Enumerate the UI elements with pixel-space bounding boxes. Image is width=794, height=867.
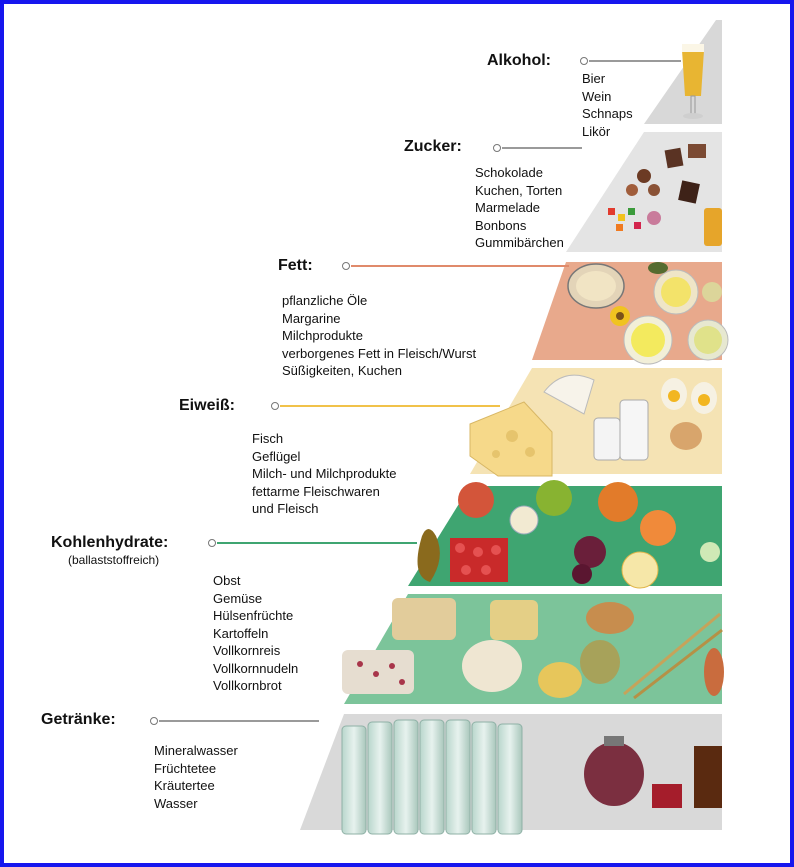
label-kohlenhydrate: Kohlenhydrate: — [51, 534, 169, 551]
list-getraenke: Mineralwasser Früchtetee Kräutertee Wass… — [154, 742, 238, 812]
list-item: Schnaps — [582, 106, 633, 121]
list-item: Schokolade — [475, 165, 543, 180]
list-zucker: Schokolade Kuchen, Torten Marmelade Bonb… — [475, 164, 564, 252]
list-kohlenhydrate: Obst Gemüse Hülsenfrüchte Kartoffeln Vol… — [213, 572, 298, 695]
list-item: und Fleisch — [252, 501, 319, 516]
label-zucker: Zucker: — [404, 138, 462, 155]
list-alkohol: Bier Wein Schnaps Likör — [582, 70, 633, 140]
connector-line-eiweiss — [280, 405, 500, 407]
list-item: Wasser — [154, 795, 198, 811]
label-getraenke: Getränke: — [41, 711, 116, 728]
list-item: Vollkornreis — [213, 643, 281, 658]
connector-dot-alkohol — [580, 57, 588, 65]
list-item: Milchprodukte — [282, 328, 363, 343]
list-item: Margarine — [282, 310, 341, 326]
list-item: Milch- und Milchprodukte — [252, 466, 397, 481]
label-kohlenhydrate-subtitle: (ballaststoffreich) — [68, 553, 160, 567]
list-item: Fisch — [252, 431, 284, 446]
list-item: Marmelade — [475, 200, 541, 215]
connector-dot-zucker — [493, 144, 501, 152]
sweets-icon — [608, 144, 722, 246]
list-item: fettarme Fleischwaren — [252, 483, 380, 499]
connector-line-kohlenhydrate — [217, 542, 417, 544]
list-item: Kuchen, Torten — [475, 182, 563, 198]
connector-line-zucker — [502, 147, 582, 149]
list-item: Obst — [213, 573, 241, 588]
list-item: verborgenes Fett in Fleisch/Wurst — [282, 345, 477, 361]
list-item: pflanzliche Öle — [282, 293, 368, 308]
list-item: Vollkornnudeln — [213, 660, 299, 676]
list-item: Kartoffeln — [213, 625, 269, 641]
tea-pot-icon — [584, 736, 722, 808]
label-fett: Fett: — [278, 257, 313, 274]
fats-icon — [567, 262, 729, 365]
connector-dot-getraenke — [150, 717, 158, 725]
beer-glass-icon — [682, 44, 704, 119]
list-item: Bonbons — [475, 217, 527, 233]
list-item: Bier — [582, 71, 606, 86]
list-item: Gummibärchen — [475, 235, 564, 250]
connector-line-getraenke — [159, 720, 319, 722]
label-alkohol: Alkohol: — [487, 52, 551, 69]
list-item: Wein — [582, 88, 612, 104]
connector-line-fett — [351, 265, 569, 267]
food-pyramid: Alkohol: Bier Wein Schnaps Likör Zucker:… — [4, 4, 790, 863]
list-item: Kräutertee — [154, 778, 215, 793]
list-item: Mineralwasser — [154, 743, 238, 758]
label-eiweiss: Eiweiß: — [179, 397, 236, 414]
fruit-vegetables-icon — [417, 480, 720, 589]
list-item: Süßigkeiten, Kuchen — [282, 363, 402, 378]
list-item: Hülsenfrüchte — [213, 608, 294, 623]
tier-alkohol — [644, 20, 722, 124]
list-item: Likör — [582, 123, 611, 139]
connector-line-alkohol — [589, 60, 681, 62]
connector-dot-fett — [342, 262, 350, 270]
list-item: Früchtetee — [154, 760, 217, 776]
tier-zucker — [566, 132, 722, 252]
protein-icon — [469, 374, 717, 477]
grains-icon — [342, 598, 724, 700]
list-item: Gemüse — [213, 590, 263, 606]
list-eiweiss: Fisch Geflügel Milch- und Milchprodukte … — [252, 430, 397, 518]
list-fett: pflanzliche Öle Margarine Milchprodukte … — [282, 292, 476, 380]
water-bottles-icon — [341, 719, 523, 835]
pyramid-graphic — [300, 20, 729, 835]
list-item: Vollkornbrot — [213, 678, 282, 693]
connector-dot-kohlenhydrate — [208, 539, 216, 547]
list-item: Geflügel — [252, 448, 301, 464]
connector-dot-eiweiss — [271, 402, 279, 410]
